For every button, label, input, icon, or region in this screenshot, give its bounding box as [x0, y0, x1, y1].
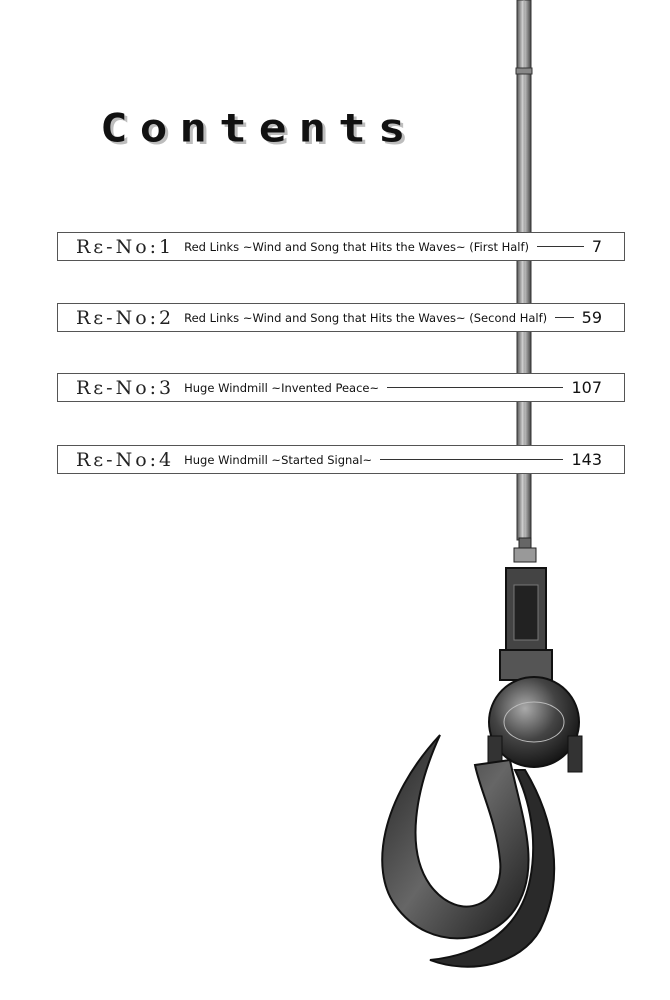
page-number: 7	[591, 237, 602, 256]
chapter-number: Rε-No:3	[76, 376, 175, 399]
page-number: 59	[581, 308, 602, 327]
chapter-title: Red Links ~Wind and Song that Hits the W…	[184, 239, 530, 254]
toc-entry-3[interactable]: Rε-No:3 Huge Windmill ~Invented Peace~ 1…	[57, 373, 625, 402]
leader-line	[387, 387, 564, 388]
chapter-title: Huge Windmill ~Invented Peace~	[184, 380, 380, 395]
toc-entry-1[interactable]: Rε-No:1 Red Links ~Wind and Song that Hi…	[57, 232, 625, 261]
page-number: 143	[571, 450, 602, 469]
leader-line	[537, 246, 584, 247]
page-number: 107	[571, 378, 602, 397]
leader-line	[380, 459, 564, 460]
chapter-number: Rε-No:1	[76, 235, 175, 258]
chapter-number: Rε-No:4	[76, 448, 175, 471]
chapter-title: Huge Windmill ~Started Signal~	[184, 452, 373, 467]
chapter-title: Red Links ~Wind and Song that Hits the W…	[184, 310, 548, 325]
leader-line	[555, 317, 574, 318]
chapter-number: Rε-No:2	[76, 306, 175, 329]
toc-entry-4[interactable]: Rε-No:4 Huge Windmill ~Started Signal~ 1…	[57, 445, 625, 474]
page-title: Contents	[100, 105, 418, 151]
toc-entry-2[interactable]: Rε-No:2 Red Links ~Wind and Song that Hi…	[57, 303, 625, 332]
